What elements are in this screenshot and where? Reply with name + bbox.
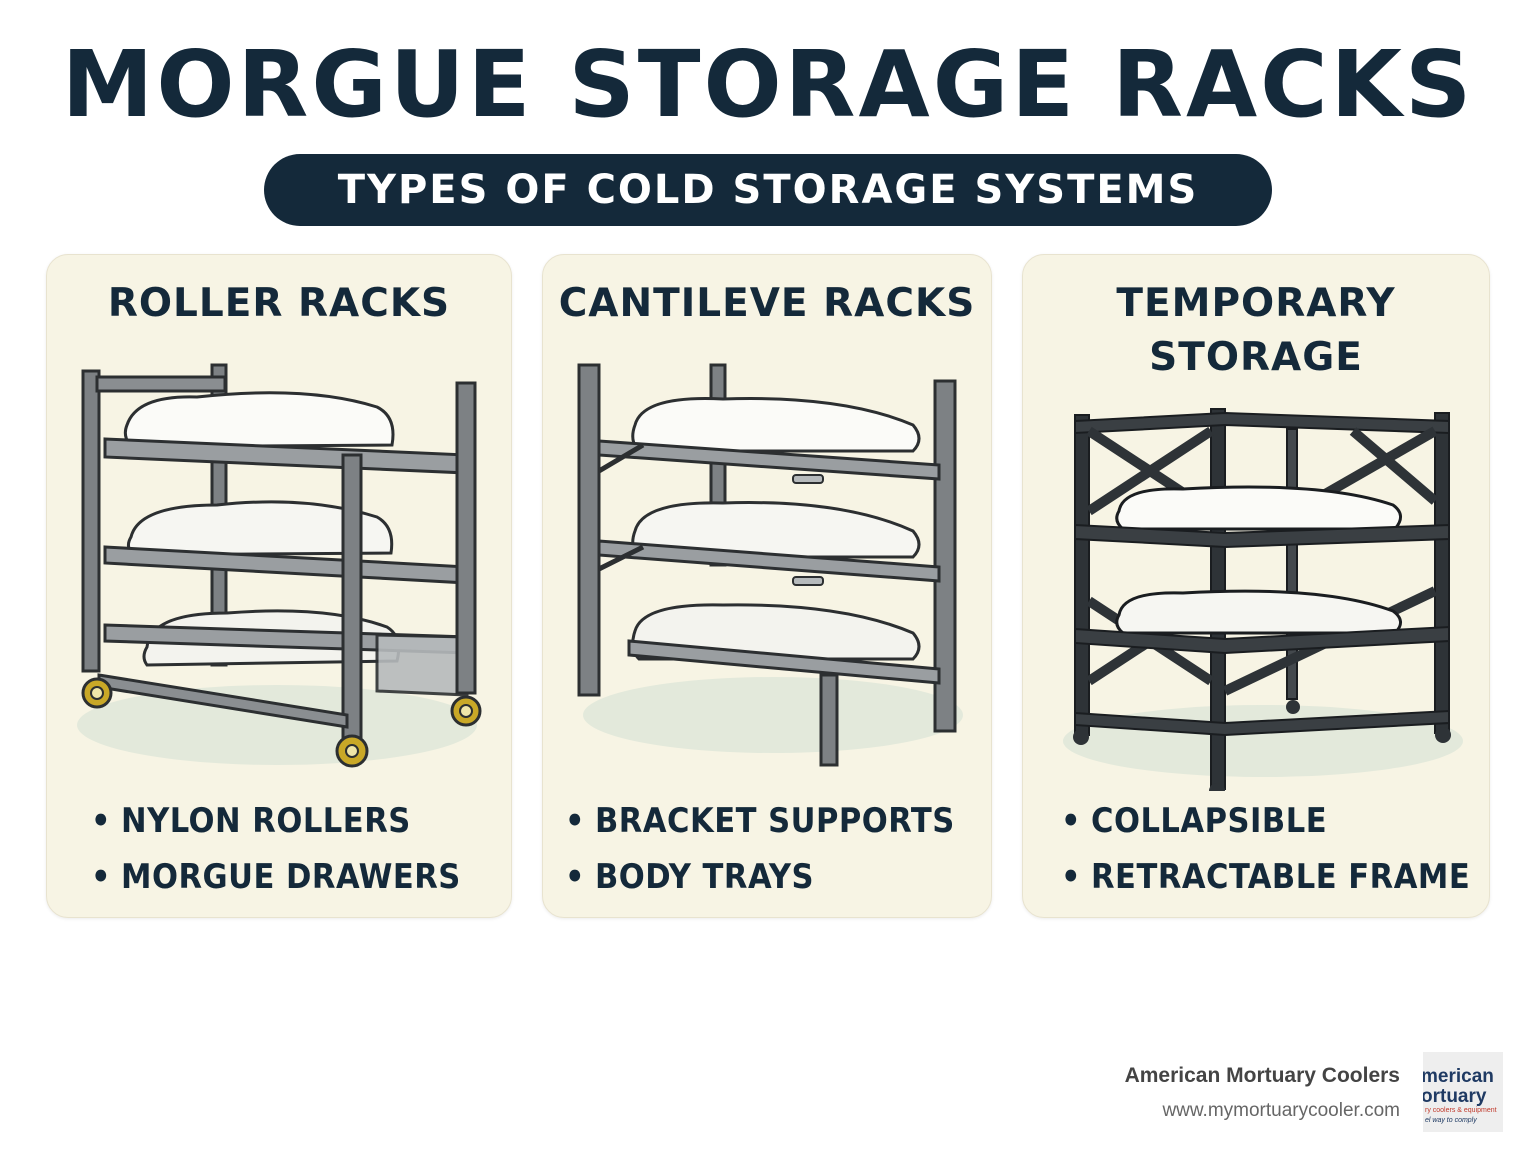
temporary-storage-illustration — [1063, 408, 1463, 791]
card-title-line: TEMPORARY — [1116, 281, 1396, 326]
cantilever-rack-illustration — [577, 363, 963, 767]
feature-item: BRACKET SUPPORTS — [565, 793, 955, 849]
feature-list: NYLON ROLLERS MORGUE DRAWERS — [91, 793, 461, 905]
company-logo: merican ortuary ry coolers & equipment e… — [1423, 1052, 1503, 1132]
svg-text:el way to comply: el way to comply — [1425, 1117, 1477, 1124]
feature-item: BODY TRAYS — [565, 849, 955, 905]
card-roller-racks: ROLLER RACKS NYLON ROLLERS MORGUE DRAWER… — [46, 254, 512, 918]
feature-item: COLLAPSIBLE — [1061, 793, 1470, 849]
company-name: American Mortuary Coolers — [1124, 1064, 1400, 1087]
subtitle-text: TYPES OF COLD STORAGE SYSTEMS — [337, 167, 1199, 213]
card-title-line: CANTILEVE RACKS — [558, 281, 976, 326]
card-title: TEMPORARY STORAGE — [1023, 277, 1489, 385]
card-title-line: ROLLER RACKS — [107, 281, 451, 326]
roller-rack-illustration — [77, 363, 482, 768]
card-temporary-storage: TEMPORARY STORAGE COLLAPSIBLE RETRACTABL… — [1022, 254, 1490, 918]
feature-item: NYLON ROLLERS — [91, 793, 461, 849]
feature-item: MORGUE DRAWERS — [91, 849, 461, 905]
svg-text:ry coolers & equipment: ry coolers & equipment — [1425, 1107, 1497, 1114]
feature-item: RETRACTABLE FRAME — [1061, 849, 1470, 905]
card-title: CANTILEVE RACKS — [543, 277, 991, 331]
card-title-line: STORAGE — [1149, 335, 1363, 380]
card-cantilever-racks: CANTILEVE RACKS BRACKET SUPPORTS BODY TR… — [542, 254, 992, 918]
company-url[interactable]: www.mymortuarycooler.com — [1162, 1100, 1400, 1121]
svg-text:ortuary: ortuary — [1423, 1086, 1487, 1107]
card-title: ROLLER RACKS — [47, 277, 511, 331]
feature-list: COLLAPSIBLE RETRACTABLE FRAME — [1061, 793, 1470, 905]
subtitle-banner: TYPES OF COLD STORAGE SYSTEMS — [264, 154, 1272, 226]
feature-list: BRACKET SUPPORTS BODY TRAYS — [565, 793, 955, 905]
page-title: MORGUE STORAGE RACKS — [61, 31, 1475, 138]
svg-text:merican: merican — [1423, 1066, 1494, 1087]
